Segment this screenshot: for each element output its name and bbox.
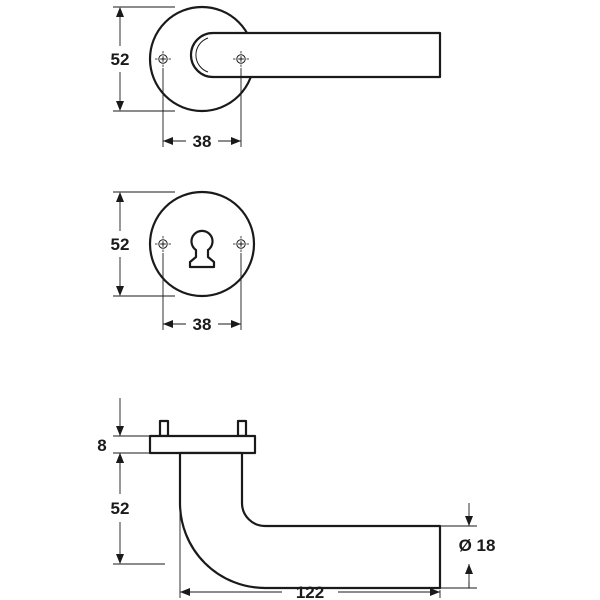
rose-thickness-dimension: 8 <box>97 398 150 470</box>
lever-diameter-dimension: Ø 18 <box>440 503 496 589</box>
escutcheon-screw-spacing-label: 38 <box>193 315 212 334</box>
rose-screw-spacing-dimension: 38 <box>162 68 242 151</box>
lever-front <box>189 31 442 79</box>
lever-height-label: 52 <box>111 499 130 518</box>
screw-left-icon <box>154 50 172 68</box>
lever-diameter-label: Ø 18 <box>459 536 496 555</box>
lever-length-dimension: 122 <box>179 503 441 600</box>
escutcheon-view: 52 38 <box>111 190 256 334</box>
escutcheon-height-label: 52 <box>111 235 130 254</box>
screw-head-left <box>158 419 170 438</box>
lever-side-profile <box>178 451 442 590</box>
rose-height-dimension: 52 <box>111 6 175 112</box>
rose-thickness-label: 8 <box>97 436 106 455</box>
rose-plate-side <box>148 434 257 455</box>
rose-screw-spacing-label: 38 <box>193 132 212 151</box>
lever-length-label: 122 <box>296 583 324 600</box>
keyhole-icon <box>188 229 216 269</box>
screw-right-icon <box>232 235 250 253</box>
screw-left-icon <box>154 235 172 253</box>
lever-height-dimension: 52 <box>111 453 165 565</box>
escutcheon-outline <box>148 190 256 298</box>
rose-view: 52 38 <box>111 5 442 151</box>
escutcheon-height-dimension: 52 <box>111 191 175 297</box>
screw-head-right <box>236 419 248 438</box>
side-view: 8 52 Ø 18 <box>97 398 495 600</box>
escutcheon-screw-spacing-dimension: 38 <box>162 253 242 334</box>
rose-height-label: 52 <box>111 50 130 69</box>
